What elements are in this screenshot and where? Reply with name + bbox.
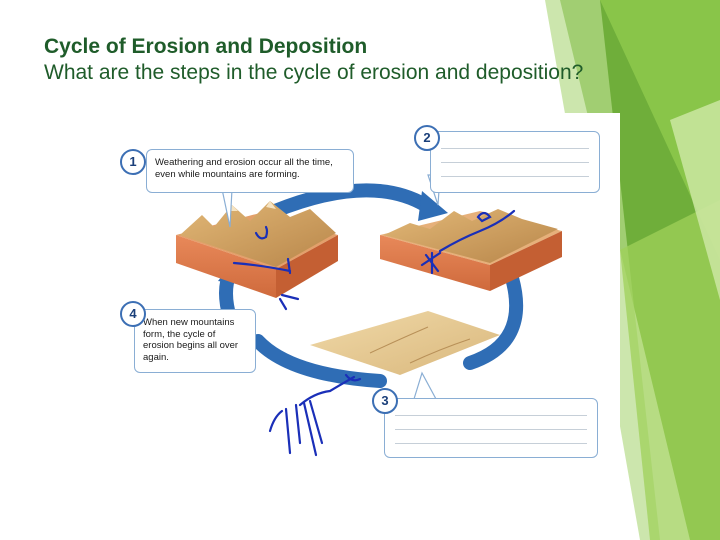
step-4-callout: When new mountains form, the cycle of er… — [134, 309, 256, 373]
step-4-text: When new mountains form, the cycle of er… — [143, 317, 239, 363]
eroded-block-2 — [380, 209, 562, 291]
step-1-callout: Weathering and erosion occur all the tim… — [146, 149, 354, 193]
step-3-callout — [384, 398, 598, 458]
cycle-arrowhead-top — [418, 191, 448, 221]
callout-3-pointer — [413, 371, 438, 400]
step-1-number-badge: 1 — [120, 149, 146, 175]
cycle-arrow-right — [463, 271, 524, 370]
step-2-text — [431, 132, 599, 146]
step-2-number-badge: 2 — [414, 125, 440, 151]
step-2-callout — [430, 131, 600, 193]
handwritten-ink-marks — [232, 209, 516, 457]
cycle-arrow-top — [268, 183, 432, 218]
step-1-text: Weathering and erosion occur all the tim… — [155, 157, 333, 180]
mountain-block-1 — [176, 201, 338, 298]
step-4-number-badge: 4 — [120, 301, 146, 327]
step-3-text — [385, 399, 597, 413]
slide-question: What are the steps in the cycle of erosi… — [44, 61, 584, 84]
title-block: Cycle of Erosion and Deposition What are… — [44, 34, 684, 86]
slide-title: Cycle of Erosion and Deposition — [44, 35, 368, 58]
plain-block-3 — [310, 311, 500, 375]
step-3-number-badge: 3 — [372, 388, 398, 414]
erosion-cycle-figure: Weathering and erosion occur all the tim… — [110, 113, 620, 468]
